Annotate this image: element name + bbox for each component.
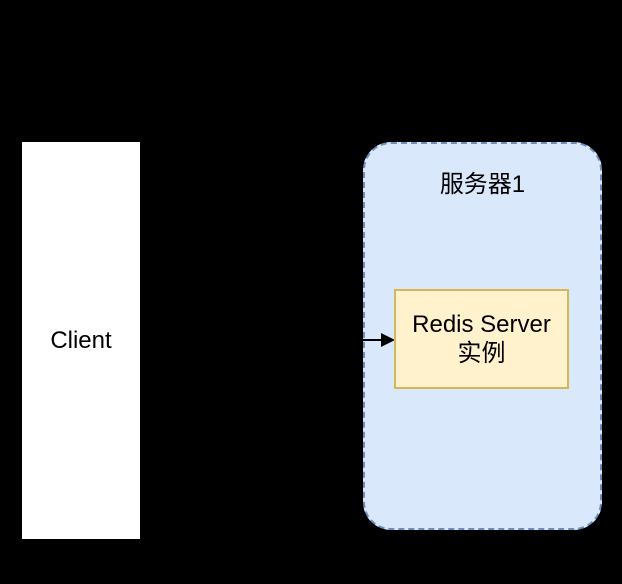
redis-server-node: Redis Server 实例 <box>394 289 569 389</box>
client-node: Client <box>22 142 140 539</box>
server-group-label: 服务器1 <box>439 171 526 198</box>
redis-server-label-line1: Redis Server <box>412 311 551 338</box>
redis-server-label-line2: 实例 <box>457 340 506 367</box>
client-label: Client <box>50 326 112 354</box>
